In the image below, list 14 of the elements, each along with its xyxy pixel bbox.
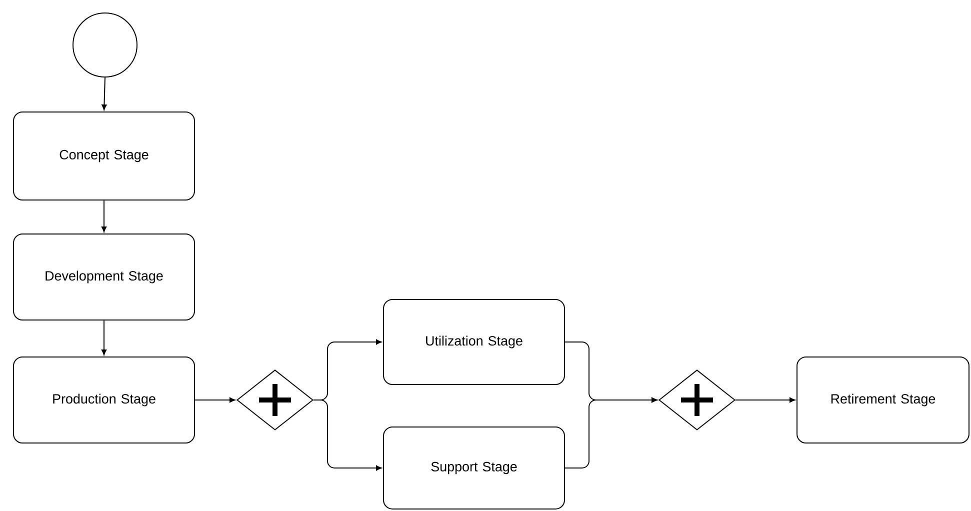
start-circle [72,12,138,78]
stage-box: Utilization Stage [383,299,565,385]
arrow [102,77,107,110]
stage-box: Development Stage [13,234,195,320]
arrow [101,200,107,232]
stage-box: Support Stage [383,426,565,510]
arrow [194,397,236,403]
arrow [564,397,658,468]
arrow [735,397,796,403]
arrow [313,400,382,471]
arrow [101,320,107,356]
stage-box: Production Stage [13,356,195,444]
stage-box: Retirement Stage [796,356,970,444]
stage-box: Concept Stage [13,112,195,200]
